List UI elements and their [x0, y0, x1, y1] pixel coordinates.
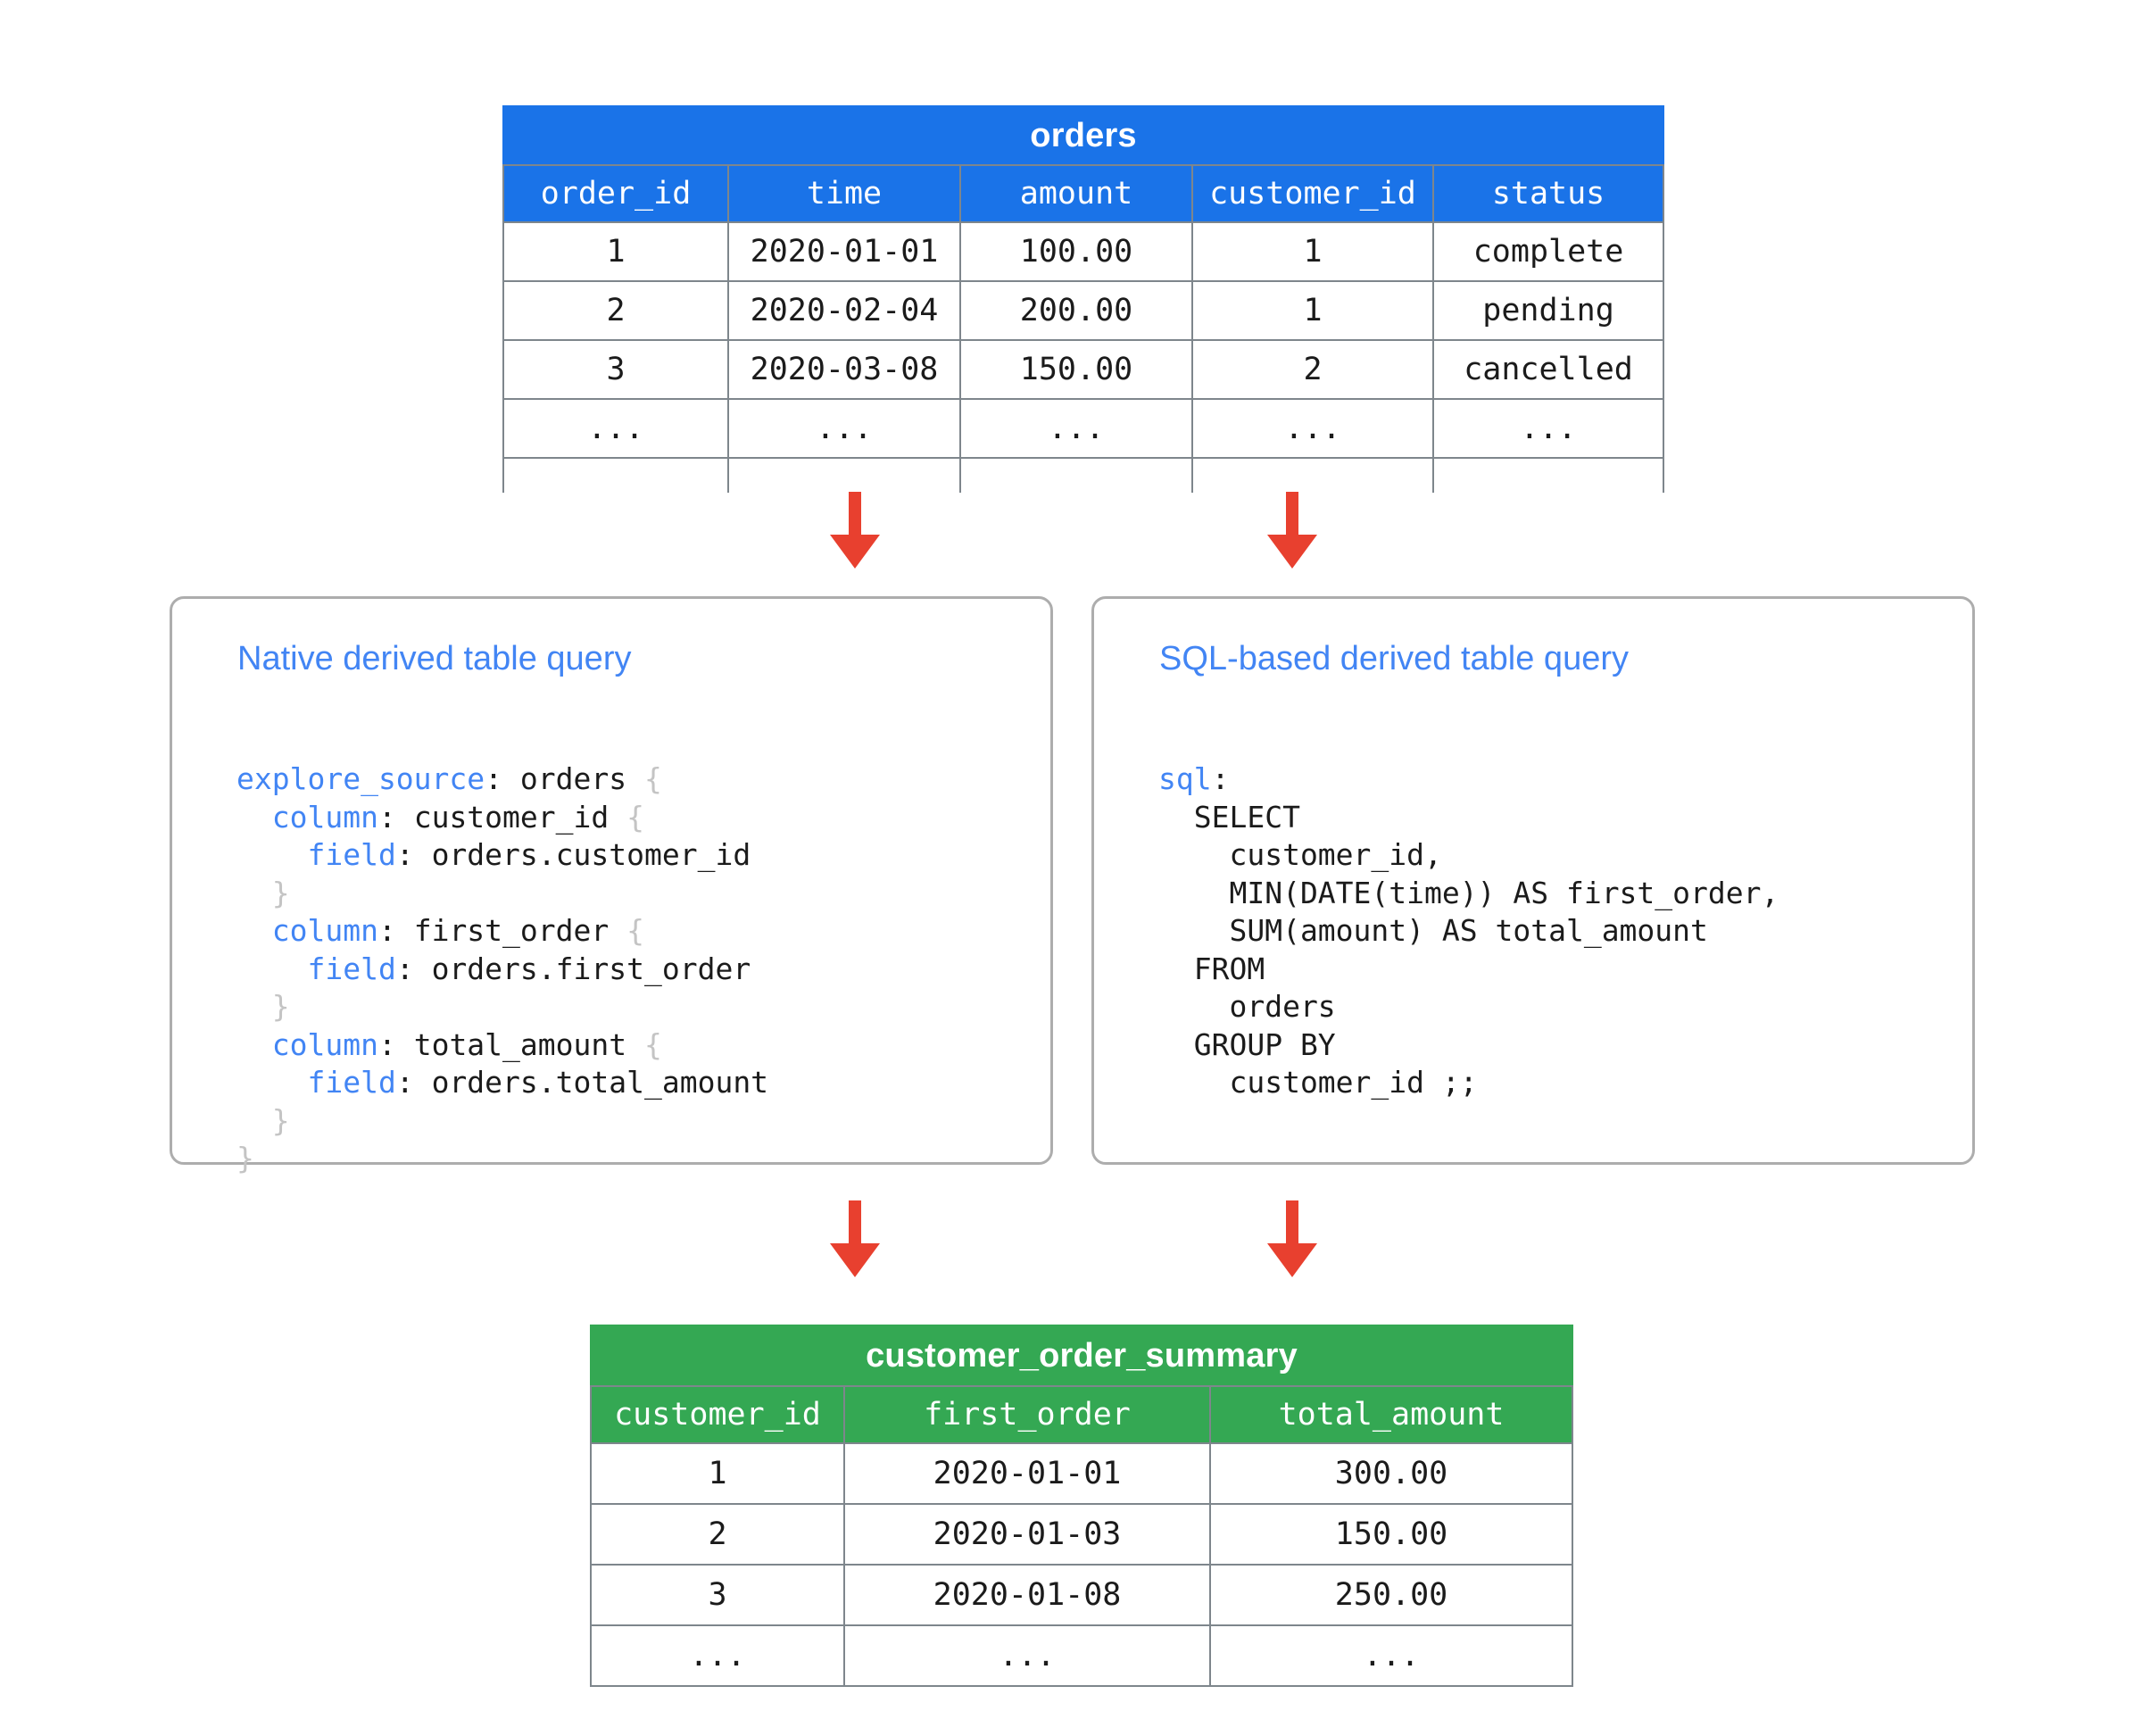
- table-row: 1 2020-01-01 300.00: [590, 1442, 1574, 1505]
- table-row-ellipsis: ... ... ... ... ...: [502, 398, 1665, 459]
- table-row-ellipsis: ... ... ...: [590, 1624, 1574, 1687]
- orders-col-status: status: [1431, 164, 1665, 223]
- orders-col-customer-id: customer_id: [1191, 164, 1434, 223]
- cell: 2020-03-08: [727, 339, 961, 400]
- native-card-title: Native derived table query: [237, 640, 632, 677]
- sql-card-title: SQL-based derived table query: [1159, 640, 1629, 677]
- cell: ...: [727, 398, 961, 459]
- orders-source-table: orders order_id time amount customer_id …: [502, 105, 1665, 493]
- cell: 2020-02-04: [727, 280, 961, 341]
- cell: cancelled: [1431, 339, 1665, 400]
- cell: 100.00: [959, 221, 1193, 282]
- cell: ...: [1191, 398, 1434, 459]
- summary-col-total-amount: total_amount: [1208, 1385, 1574, 1444]
- cell: 3: [590, 1564, 845, 1626]
- arrow-orders-to-native: [830, 492, 880, 569]
- cell: complete: [1431, 221, 1665, 282]
- cell: ...: [590, 1624, 845, 1687]
- orders-header-row: order_id time amount customer_id status: [502, 164, 1665, 223]
- cell: 1: [590, 1442, 845, 1505]
- customer-order-summary-table: customer_order_summary customer_id first…: [589, 1325, 1574, 1687]
- table-row: 3 2020-01-08 250.00: [590, 1564, 1574, 1626]
- cell: [727, 457, 961, 493]
- native-code-block: explore_source: orders { column: custome…: [236, 761, 769, 1175]
- cell: ...: [959, 398, 1193, 459]
- sql-derived-table-card: SQL-based derived table query sql: SELEC…: [1091, 596, 1975, 1165]
- cell: ...: [502, 398, 729, 459]
- cell: 1: [1191, 221, 1434, 282]
- cell: 200.00: [959, 280, 1193, 341]
- table-row: 1 2020-01-01 100.00 1 complete: [502, 221, 1665, 282]
- cell: ...: [843, 1624, 1211, 1687]
- table-row: 3 2020-03-08 150.00 2 cancelled: [502, 339, 1665, 400]
- sql-code-block: sql: SELECT customer_id, MIN(DATE(time))…: [1158, 761, 1779, 1100]
- arrow-sql-to-summary: [1267, 1200, 1317, 1277]
- orders-col-order-id: order_id: [502, 164, 729, 223]
- summary-header-row: customer_id first_order total_amount: [590, 1385, 1574, 1444]
- cell: pending: [1431, 280, 1665, 341]
- table-row: 2 2020-01-03 150.00: [590, 1503, 1574, 1566]
- cell: [959, 457, 1193, 493]
- table-row-clipped: [502, 457, 1665, 493]
- cell: 2020-01-01: [843, 1442, 1211, 1505]
- table-row: 2 2020-02-04 200.00 1 pending: [502, 280, 1665, 341]
- summary-col-first-order: first_order: [843, 1385, 1211, 1444]
- cell: [502, 457, 729, 493]
- cell: [1191, 457, 1434, 493]
- summary-table-title: customer_order_summary: [589, 1325, 1574, 1387]
- cell: 2020-01-08: [843, 1564, 1211, 1626]
- cell: 2020-01-03: [843, 1503, 1211, 1566]
- arrow-orders-to-sql: [1267, 492, 1317, 569]
- cell: 150.00: [1208, 1503, 1574, 1566]
- cell: ...: [1208, 1624, 1574, 1687]
- cell: 150.00: [959, 339, 1193, 400]
- cell: ...: [1431, 398, 1665, 459]
- arrow-native-to-summary: [830, 1200, 880, 1277]
- native-derived-table-card: Native derived table query explore_sourc…: [170, 596, 1053, 1175]
- cell: 2: [590, 1503, 845, 1566]
- cell: 1: [1191, 280, 1434, 341]
- cell: 2: [1191, 339, 1434, 400]
- orders-title-row: orders: [502, 105, 1665, 166]
- summary-title-row: customer_order_summary: [589, 1325, 1574, 1387]
- cell: 250.00: [1208, 1564, 1574, 1626]
- cell: 2: [502, 280, 729, 341]
- cell: [1431, 457, 1665, 493]
- orders-col-time: time: [727, 164, 961, 223]
- summary-col-customer-id: customer_id: [590, 1385, 845, 1444]
- cell: 300.00: [1208, 1442, 1574, 1505]
- orders-col-amount: amount: [959, 164, 1193, 223]
- cell: 2020-01-01: [727, 221, 961, 282]
- orders-table-title: orders: [502, 105, 1665, 166]
- cell: 1: [502, 221, 729, 282]
- cell: 3: [502, 339, 729, 400]
